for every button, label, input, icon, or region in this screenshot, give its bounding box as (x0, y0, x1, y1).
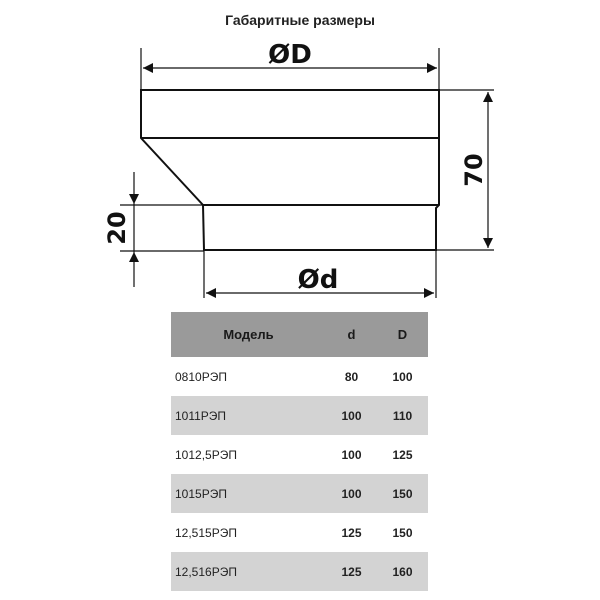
d-cell: 100 (326, 396, 377, 435)
table-row: 12,515РЭП 125 150 (171, 513, 428, 552)
table-row: 12,516РЭП 125 160 (171, 552, 428, 591)
table-row: 1015РЭП 100 150 (171, 474, 428, 513)
table-row: 1011РЭП 100 110 (171, 396, 428, 435)
total-height-label: 70 (460, 153, 488, 186)
model-cell: 12,515РЭП (175, 525, 237, 540)
model-cell: 0810РЭП (175, 369, 227, 384)
D-cell: 150 (392, 525, 413, 540)
d-cell: 80 (344, 369, 359, 384)
dimension-lines (120, 48, 494, 298)
header-D: D (376, 312, 428, 357)
d-cell: 125 (326, 552, 377, 591)
drawing-title: Габаритные размеры (225, 12, 375, 28)
dimensions-table: Модель d D 0810РЭП 80 100 1011РЭП 100 11… (171, 312, 428, 591)
model-cell: 1012,5РЭП (175, 447, 237, 462)
table-row: 1012,5РЭП 100 125 (171, 435, 428, 474)
spigot-height-label: 20 (103, 211, 131, 244)
model-cell: 1015РЭП (171, 474, 326, 513)
reducer-drawing: ØD Ød 70 20 (103, 40, 494, 298)
table-header-row: Модель d D (171, 312, 428, 357)
D-cell: 160 (376, 552, 428, 591)
table-row: 0810РЭП 80 100 (171, 357, 428, 396)
D-cell: 110 (376, 396, 428, 435)
model-cell: 12,516РЭП (171, 552, 326, 591)
D-cell: 150 (376, 474, 428, 513)
header-model: Модель (171, 312, 326, 357)
outer-diameter-label: ØD (268, 40, 312, 70)
inner-diameter-label: Ød (298, 265, 339, 295)
reducer-outline (140, 89, 440, 251)
model-cell: 1011РЭП (171, 396, 326, 435)
d-cell: 100 (326, 474, 377, 513)
header-d: d (326, 312, 377, 357)
D-cell: 100 (392, 369, 413, 384)
d-cell: 125 (341, 525, 362, 540)
d-cell: 100 (341, 447, 362, 462)
D-cell: 125 (392, 447, 413, 462)
